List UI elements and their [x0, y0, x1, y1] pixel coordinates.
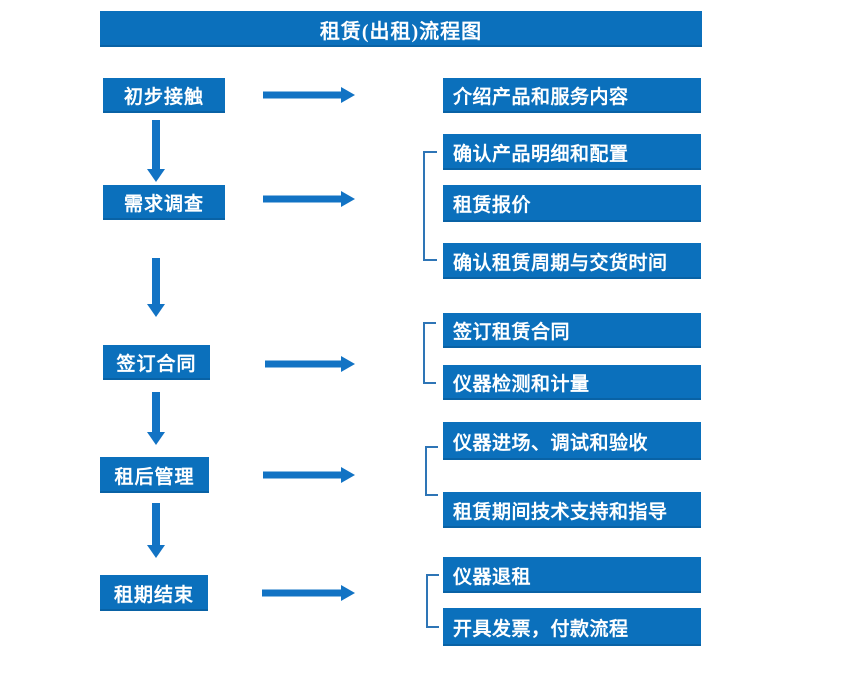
step-box-initial-contact: 初步接触 [103, 78, 225, 113]
arrow-right-initial-contact [263, 87, 355, 103]
detail-box-invoice-payment: 开具发票，付款流程 [443, 608, 701, 646]
detail-box-introduce-products: 介绍产品和服务内容 [443, 78, 701, 113]
arrow-down-step1-to-step2 [147, 120, 165, 182]
bracket-demand-survey-details [423, 151, 437, 261]
detail-box-instrument-return: 仪器退租 [443, 557, 701, 593]
arrow-right-post-rental [263, 467, 355, 483]
step-box-demand-survey: 需求调查 [103, 185, 225, 220]
detail-box-instrument-arrival-acceptance: 仪器进场、调试和验收 [443, 422, 701, 460]
step-box-sign-contract: 签订合同 [103, 345, 210, 380]
arrow-right-lease-end [262, 585, 355, 601]
arrow-down-step3-to-step4 [147, 392, 165, 445]
detail-box-sign-rental-contract: 签订租赁合同 [443, 313, 701, 348]
detail-box-technical-support: 租赁期间技术支持和指导 [443, 492, 701, 528]
step-box-post-rental-management: 租后管理 [100, 457, 209, 493]
flowchart-title: 租赁(出租)流程图 [100, 11, 702, 47]
bracket-post-rental-details [425, 446, 438, 496]
detail-box-instrument-inspection: 仪器检测和计量 [443, 365, 701, 400]
detail-box-confirm-rental-period: 确认租赁周期与交货时间 [443, 243, 701, 279]
step-box-lease-end: 租期结束 [100, 575, 208, 611]
detail-box-confirm-product-details: 确认产品明细和配置 [443, 134, 701, 170]
arrow-down-step4-to-step5 [147, 503, 165, 558]
detail-box-rental-quote: 租赁报价 [443, 185, 701, 222]
arrow-right-demand-survey [263, 191, 355, 207]
bracket-lease-end-details [426, 574, 439, 628]
arrow-right-sign-contract [265, 356, 355, 372]
arrow-down-step2-to-step3 [147, 258, 165, 317]
bracket-sign-contract-details [423, 322, 436, 384]
